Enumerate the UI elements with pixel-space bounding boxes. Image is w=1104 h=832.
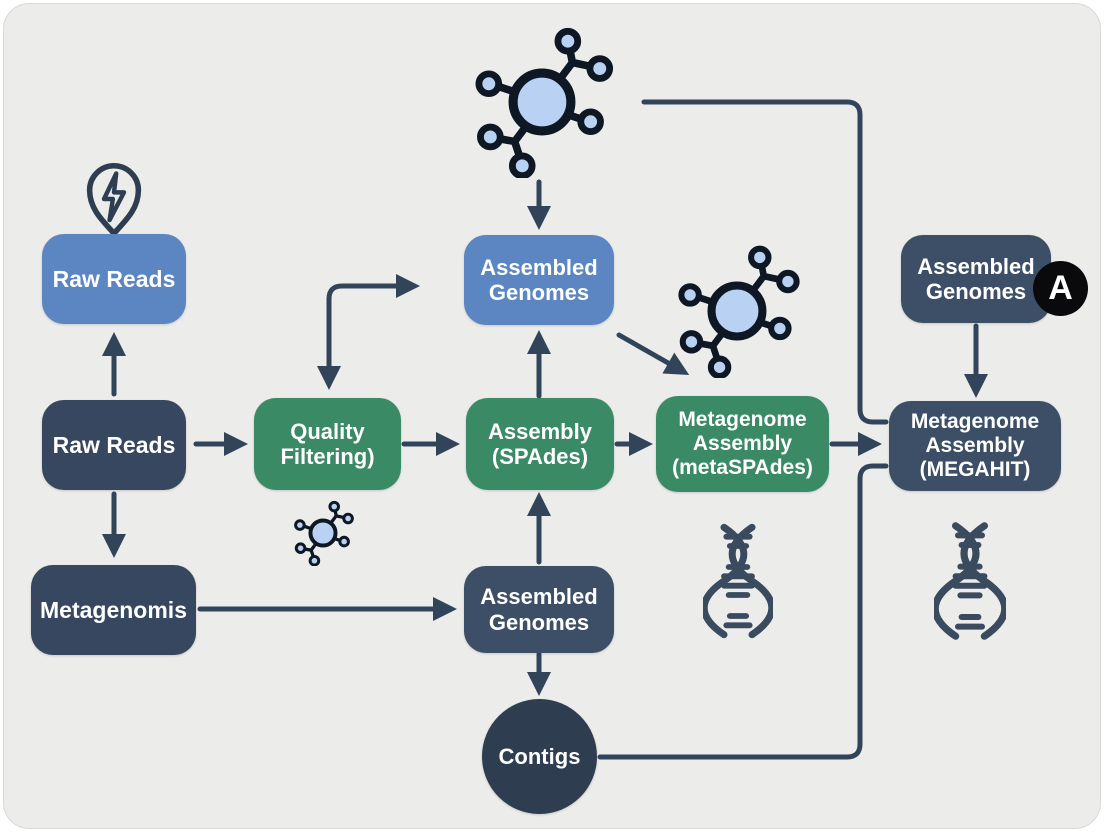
node-quality-filtering: Quality Filtering) xyxy=(254,398,401,490)
node-contigs: Contigs xyxy=(482,699,597,814)
node-assembly-spades: Assembly (SPAdes) xyxy=(466,398,614,490)
dna-helix-icon-right xyxy=(934,508,1006,654)
arrow-elbow-right-to-assembledgenomes xyxy=(326,274,420,307)
dna-helix-icon-left xyxy=(703,508,773,654)
arrow-assembledgenomes-to-metaspades-diagonal xyxy=(616,332,690,375)
node-assembled-genomes-bottom: Assembled Genomes xyxy=(464,566,614,653)
molecule-icon-small xyxy=(290,500,356,566)
line-molecule-to-megahit xyxy=(641,99,889,425)
node-assembled-genomes-right: Assembled Genomes xyxy=(901,235,1051,323)
line-contigs-to-megahit xyxy=(597,463,889,760)
molecule-icon-medium xyxy=(670,244,804,378)
connector-arrows xyxy=(102,99,988,760)
node-raw-reads-top: Raw Reads xyxy=(42,234,186,324)
node-metagenomics: Metagenomis xyxy=(31,565,196,655)
diagram-canvas: Raw Reads Raw Reads Metagenomis Quality … xyxy=(3,3,1101,829)
node-raw-reads-mid: Raw Reads xyxy=(42,400,186,490)
lightning-pin-icon xyxy=(80,158,148,240)
molecule-icon-large xyxy=(466,26,618,178)
node-assembled-genomes-top: Assembled Genomes xyxy=(464,235,614,325)
node-metagenome-assembly-metaspades: Metagenome Assembly (metaSPAdes) xyxy=(656,396,829,492)
a-badge-icon: A xyxy=(1033,261,1088,316)
node-metagenome-assembly-megahit: Metagenome Assembly (MEGAHIT) xyxy=(889,401,1061,491)
